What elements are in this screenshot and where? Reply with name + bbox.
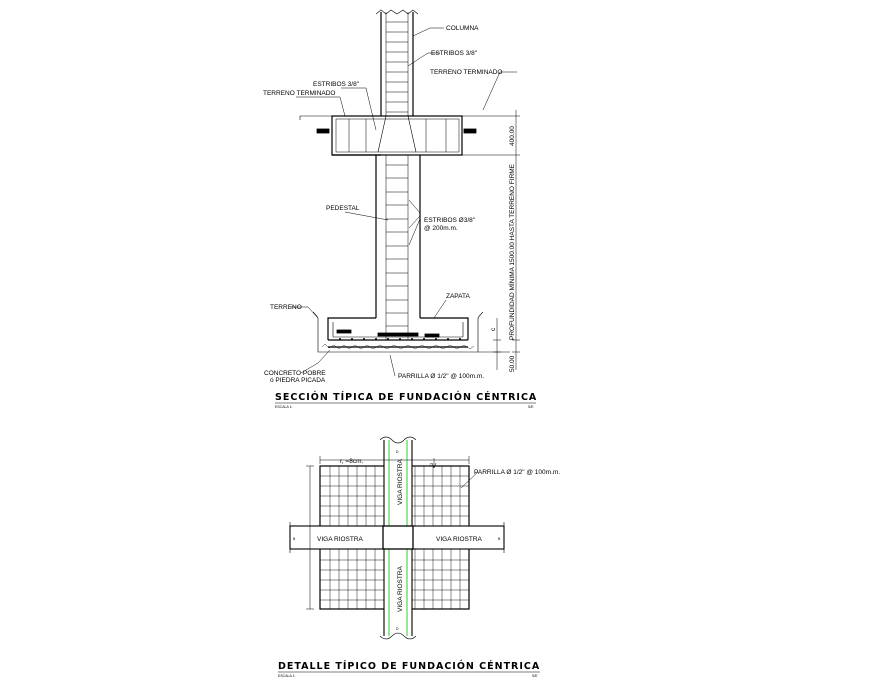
detail-labels: r, =8cm. PARRILLA Ø 1/2" @ 100m.m. VIGA … (293, 450, 560, 631)
label-estribos-pedestal-1: ESTRIBOS Ø3/8" (424, 217, 476, 224)
pedestal (375, 155, 421, 340)
label-d-top: D (396, 450, 399, 454)
label-estribos-top: ESTRIBOS 3/8" (431, 50, 478, 57)
dimension-lines (478, 110, 520, 370)
label-estribos-pedestal-2: @ 200m.m. (424, 225, 458, 232)
label-dim-400: 400.00 (509, 126, 516, 146)
plan-column (382, 525, 414, 550)
label-viga-right: VIGA RIOSTRA (436, 536, 483, 543)
footing (312, 311, 484, 353)
detail-escala: ESCALA 1: (278, 674, 296, 678)
section-escala: ESCALA 1: (275, 405, 293, 409)
section-title: SECCIÓN TÍPICA DE FUNDACIÓN CÉNTRICA (275, 391, 537, 403)
label-viga-bottom: VIGA RIOSTRA (397, 565, 404, 612)
label-zapata: ZAPATA (446, 293, 471, 300)
leader-lines (290, 27, 517, 377)
column (375, 9, 419, 116)
label-viga-left: VIGA RIOSTRA (317, 536, 364, 543)
plan-dimension-lines (306, 456, 479, 610)
label-b-right: B (498, 537, 501, 541)
section-title-block: SECCIÓN TÍPICA DE FUNDACIÓN CÉNTRICA ESC… (275, 391, 537, 409)
label-d-bottom: D (396, 627, 399, 631)
label-terreno-terminado-right: TERRENO TERMINADO (430, 69, 502, 76)
label-parrilla-plan: PARRILLA Ø 1/2" @ 100m.m. (474, 469, 560, 476)
label-terreno-terminado-left: TERRENO TERMINADO (263, 90, 335, 97)
label-r-small: r1 (429, 463, 433, 466)
detail-title-block: DETALLE TÍPICO DE FUNDACIÓN CÉNTRICA ESC… (278, 660, 540, 678)
section-escala-ref: S/E (528, 405, 534, 409)
section-labels: COLUMNA ESTRIBOS 3/8" ESTRIBOS 3/8" TERR… (263, 25, 516, 384)
grade-beam (316, 115, 477, 156)
label-profundidad: PROFUNDIDAD MÍNIMA 1500.00 HASTA TERRENO… (507, 163, 516, 340)
label-dim-c: c (490, 327, 497, 331)
label-terreno: TERRENO (270, 304, 302, 311)
label-b-left: B (293, 537, 296, 541)
label-columna: COLUMNA (446, 25, 479, 32)
detail-title: DETALLE TÍPICO DE FUNDACIÓN CÉNTRICA (278, 660, 540, 672)
label-parrilla: PARRILLA Ø 1/2" @ 100m.m. (398, 373, 484, 380)
detail-escala-ref: S/E (532, 674, 538, 678)
label-r: r, =8cm. (340, 458, 363, 465)
label-pedestal: PEDESTAL (326, 205, 360, 212)
ground-line (299, 115, 512, 156)
label-estribos-left: ESTRIBOS 3/8" (313, 81, 360, 88)
label-concreto-2: ó PIEDRA PICADA (270, 377, 326, 384)
label-viga-top: VIGA RIOSTRA (397, 458, 404, 505)
label-dim-50: 50.00 (509, 355, 516, 372)
label-concreto-1: CONCRETO POBRE (264, 370, 326, 377)
